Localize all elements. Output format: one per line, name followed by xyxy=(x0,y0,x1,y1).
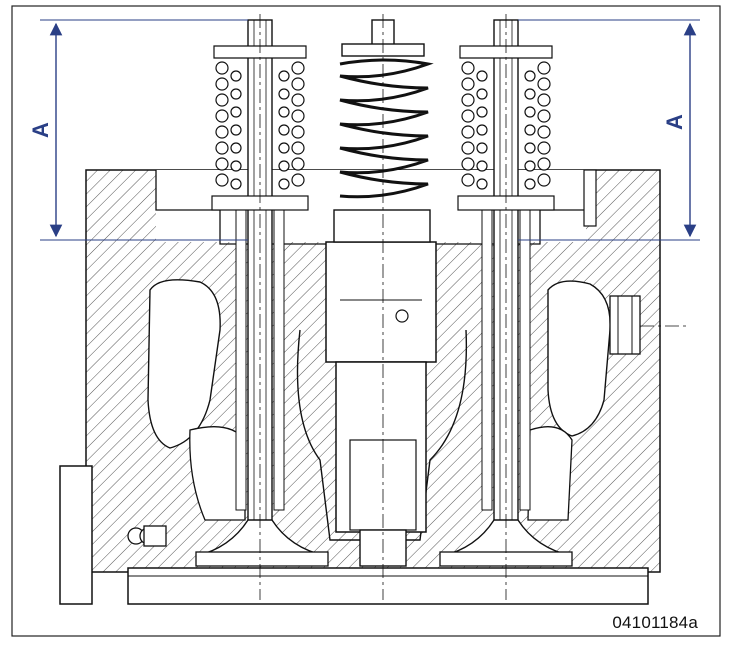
dimension-label-right: A xyxy=(662,114,687,130)
right-port-cavity xyxy=(547,280,611,437)
left-valve xyxy=(195,19,329,567)
dimension-label-left: A xyxy=(28,122,53,138)
dimension-left: A xyxy=(28,19,248,241)
right-dowel-pin xyxy=(583,169,597,227)
right-side-fitting xyxy=(609,295,641,355)
left-lower-port xyxy=(189,426,246,521)
centerlines xyxy=(259,14,690,600)
figure-id: 04101184a xyxy=(612,613,698,632)
injector-sleeve xyxy=(296,209,468,567)
right-lower-port xyxy=(527,426,573,521)
left-bolt xyxy=(127,525,167,547)
right-valve xyxy=(439,19,573,567)
left-port-cavity xyxy=(147,279,221,449)
drawing-frame xyxy=(11,5,721,637)
left-valve-spring xyxy=(211,45,309,211)
dimension-right: A xyxy=(518,19,700,241)
